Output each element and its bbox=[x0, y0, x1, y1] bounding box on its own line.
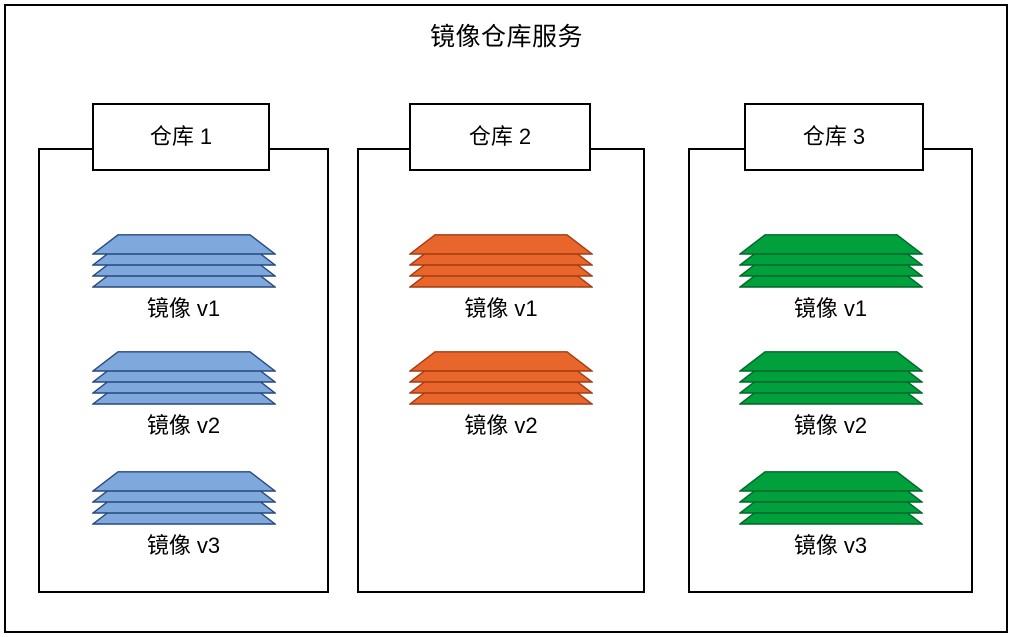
image-stack[interactable] bbox=[91, 234, 276, 288]
image-stack-label: 镜像 v2 bbox=[146, 413, 221, 438]
repository-header-label: 仓库 2 bbox=[468, 124, 532, 149]
image-layer bbox=[738, 234, 923, 255]
image-stack[interactable] bbox=[738, 351, 923, 405]
image-stack-label: 镜像 v3 bbox=[793, 533, 868, 558]
image-layer bbox=[738, 471, 923, 492]
image-stack-group: 镜像 v2 bbox=[359, 351, 643, 440]
image-stack-group: 镜像 v2 bbox=[40, 351, 327, 440]
repository-header-3[interactable]: 仓库 3 bbox=[744, 103, 924, 171]
image-stack-group: 镜像 v2 bbox=[690, 351, 971, 440]
image-stack[interactable] bbox=[738, 471, 923, 525]
service-title: 镜像仓库服务 bbox=[429, 23, 583, 51]
repository-header-label: 仓库 1 bbox=[149, 124, 213, 149]
image-stack[interactable] bbox=[409, 234, 593, 288]
repository-container-2[interactable]: 镜像 v1 镜像 v2 bbox=[357, 148, 645, 593]
image-stack-label: 镜像 v1 bbox=[793, 296, 868, 321]
image-stack[interactable] bbox=[91, 471, 276, 525]
image-stack[interactable] bbox=[91, 351, 276, 405]
image-layer bbox=[409, 351, 593, 372]
image-layer bbox=[91, 234, 276, 255]
image-layer bbox=[91, 351, 276, 372]
image-stack-group: 镜像 v3 bbox=[690, 471, 971, 560]
repository-header-1[interactable]: 仓库 1 bbox=[92, 103, 270, 171]
repository-container-3[interactable]: 镜像 v1 镜像 v2 镜像 v3 bbox=[688, 148, 973, 593]
image-stack-label: 镜像 v1 bbox=[146, 296, 221, 321]
image-stack-group: 镜像 v3 bbox=[40, 471, 327, 560]
image-layer bbox=[738, 351, 923, 372]
image-stack[interactable] bbox=[409, 351, 593, 405]
image-stack-group: 镜像 v1 bbox=[359, 234, 643, 323]
image-layer bbox=[91, 471, 276, 492]
image-stack-label: 镜像 v2 bbox=[464, 413, 538, 438]
image-layer bbox=[409, 234, 593, 255]
repository-header-2[interactable]: 仓库 2 bbox=[409, 103, 591, 171]
repository-header-label: 仓库 3 bbox=[802, 124, 866, 149]
image-stack-label: 镜像 v3 bbox=[146, 533, 221, 558]
image-stack-group: 镜像 v1 bbox=[40, 234, 327, 323]
repository-container-1[interactable]: 镜像 v1 镜像 v2 镜像 v3 bbox=[38, 148, 329, 593]
image-stack-group: 镜像 v1 bbox=[690, 234, 971, 323]
image-stack-label: 镜像 v2 bbox=[793, 413, 868, 438]
image-stack-label: 镜像 v1 bbox=[464, 296, 538, 321]
image-stack[interactable] bbox=[738, 234, 923, 288]
